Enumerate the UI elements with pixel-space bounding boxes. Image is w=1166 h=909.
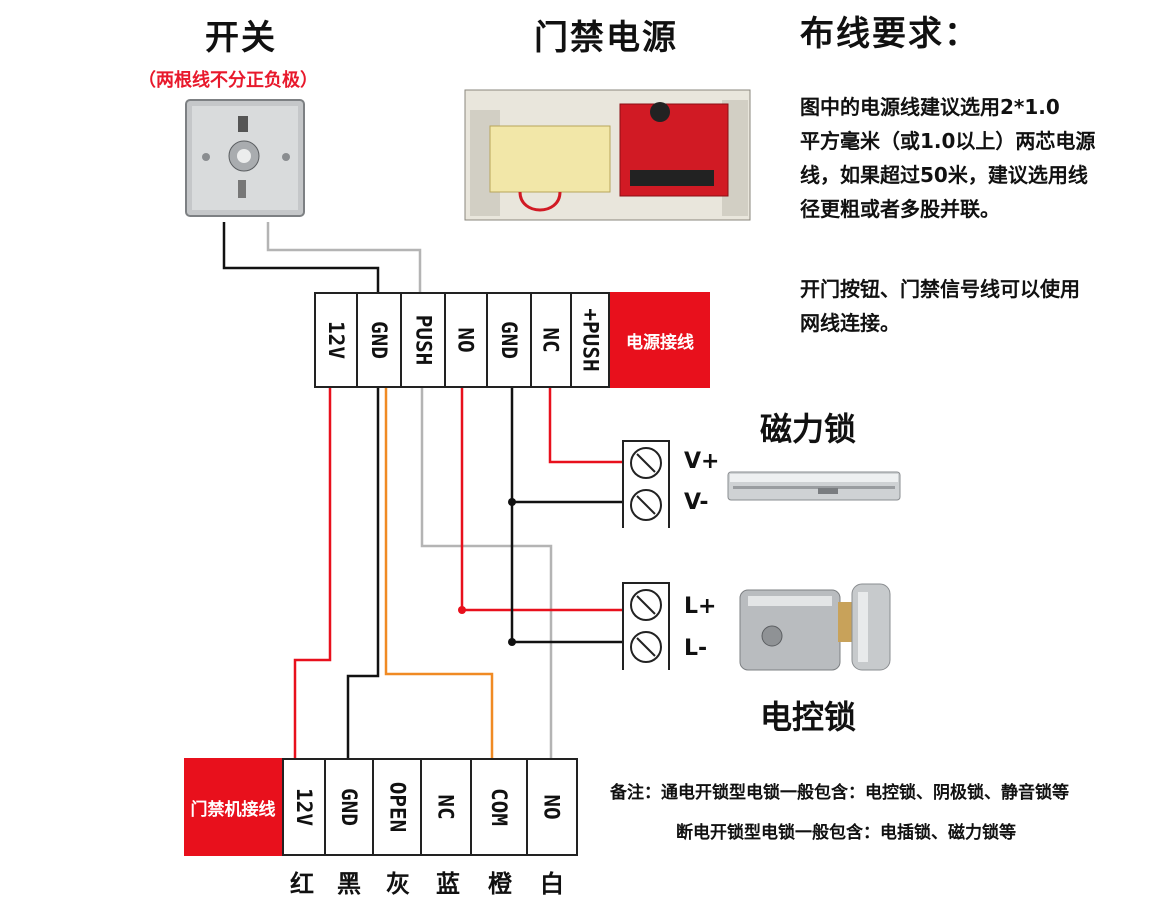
requirements-para-2: 开门按钮、门禁信号线可以使用 网线连接。 (800, 272, 1080, 340)
power-terminal: NO (444, 294, 486, 386)
controller-wiring-tag: 门禁机接线 (184, 758, 282, 856)
controller-terminal: NC (420, 760, 470, 854)
maglock-terminal (622, 440, 670, 528)
req-line: 图中的电源线建议选用2*1.0 (800, 95, 1060, 119)
wire-no-red (460, 388, 624, 612)
remark-line-2: 断电开锁型电锁一般包含：电插锁、磁力锁等 (676, 823, 1016, 843)
power-terminal: GND (356, 294, 400, 386)
req-line: 线，如果超过50米，建议选用线 (800, 163, 1088, 187)
switch-note: （两根线不分正负极） (138, 70, 318, 91)
wire-color-label: 白 (540, 870, 564, 898)
controller-terminal: OPEN (372, 760, 420, 854)
remark-line-1: 备注：通电开锁型电锁一般包含：电控锁、阴极锁、静音锁等 (610, 783, 1069, 803)
screw-icon (624, 584, 668, 628)
controller-terminal: COM (470, 760, 526, 854)
screw-icon (624, 626, 668, 670)
wire-12v-red (293, 388, 332, 758)
wire-push-orange (384, 388, 494, 758)
power-title: 门禁电源 (534, 18, 678, 58)
controller-terminal: GND (324, 760, 372, 854)
junction-gnd-b (508, 638, 516, 646)
exit-switch-image (185, 99, 305, 217)
power-supply-image (464, 89, 751, 221)
wire-push-gray (420, 388, 553, 758)
power-terminal: PUSH (400, 294, 444, 386)
controller-terminal: NO (526, 760, 576, 854)
wire-color-label: 蓝 (436, 870, 460, 898)
wire-color-label: 黑 (337, 870, 361, 898)
req-line: 径更粗或者多股并联。 (800, 197, 1000, 221)
maglock-minus-label: V- (684, 490, 709, 515)
junction-no (458, 606, 466, 614)
power-terminal: NC (530, 294, 570, 386)
elock-name: 电控锁 (760, 698, 857, 736)
wire-color-label: 橙 (488, 870, 512, 898)
controller-terminal: 12V (282, 760, 324, 854)
controller-terminal-block: 12V GND OPEN NC COM NO (282, 758, 578, 856)
maglock-plus-label: V+ (684, 449, 720, 474)
power-terminal: GND (486, 294, 530, 386)
wire-nc-red (548, 388, 624, 464)
screw-icon (624, 442, 668, 486)
elock-plus-label: L+ (684, 594, 717, 619)
power-terminal-block: 12V GND PUSH NO GND NC +PUSH (314, 292, 610, 388)
electric-lock-image (739, 583, 891, 671)
req-line: 网线连接。 (800, 311, 900, 335)
wire-color-label: 红 (290, 870, 314, 898)
maglock-name: 磁力锁 (760, 410, 857, 448)
power-wiring-tag: 电源接线 (610, 292, 710, 388)
requirements-title: 布线要求： (800, 14, 980, 54)
elock-minus-label: L- (684, 636, 708, 661)
junction-gnd-a (508, 498, 516, 506)
switch-wire-black (222, 222, 380, 292)
power-terminal: +PUSH (570, 294, 610, 386)
maglock-image (727, 471, 901, 501)
screw-icon (624, 484, 668, 528)
elock-terminal (622, 582, 670, 670)
wire-gnd2-black (510, 388, 624, 644)
req-line: 开门按钮、门禁信号线可以使用 (800, 277, 1080, 301)
wire-color-label: 灰 (386, 870, 410, 898)
requirements-para-1: 图中的电源线建议选用2*1.0 平方毫米（或1.0以上）两芯电源 线，如果超过5… (800, 90, 1095, 226)
switch-title: 开关 (205, 18, 277, 58)
req-line: 平方毫米（或1.0以上）两芯电源 (800, 129, 1096, 153)
power-terminal: 12V (314, 294, 356, 386)
wire-gnd-black (346, 388, 380, 758)
switch-wire-gray (266, 222, 422, 292)
